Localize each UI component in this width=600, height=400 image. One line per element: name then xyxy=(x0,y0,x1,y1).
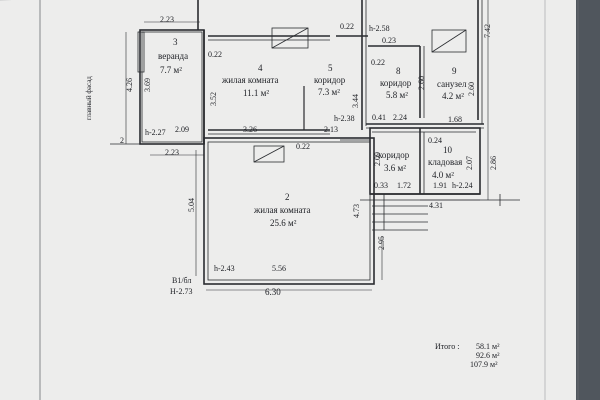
dim-0-23: 0.23 xyxy=(382,36,396,45)
dim-3-26: 3.26 xyxy=(243,125,257,134)
dim-2-86: 2.86 xyxy=(489,156,498,170)
room-4-area: 11.1 м² xyxy=(243,88,270,98)
mark-h-2-73: Н-2.73 xyxy=(170,287,193,296)
dim-4-31: 4.31 xyxy=(429,201,443,210)
dim-h-2-43: h-2.43 xyxy=(214,264,235,273)
dim-1-91: 1.91 xyxy=(433,181,447,190)
dim-0-41: 0.41 xyxy=(372,113,386,122)
room-10-number: 10 xyxy=(443,145,452,155)
corridor-small-area: 3.6 м² xyxy=(384,163,406,173)
room-2-number: 2 xyxy=(285,192,290,202)
dim-h-2-38: h-2.38 xyxy=(334,114,355,123)
room-10-name: кладовая xyxy=(428,157,463,167)
dim-2-13: 2.13 xyxy=(324,125,338,134)
room-3-name: веранда xyxy=(158,51,189,61)
room-2-area: 25.6 м² xyxy=(270,218,297,228)
room-3-area: 7.7 м² xyxy=(160,65,182,75)
dim-2-60-b: 2.60 xyxy=(467,82,476,96)
totals-value-1: 58.1 м² xyxy=(476,342,500,351)
totals-label: Итого : xyxy=(435,342,460,351)
dim-6-30: 6.30 xyxy=(265,287,281,297)
dim-1-72: 1.72 xyxy=(397,181,411,190)
room-9-name: санузел xyxy=(437,79,467,89)
room-3-number: 3 xyxy=(173,37,178,47)
dim-1-68: 1.68 xyxy=(448,115,462,124)
dim-2-09: 2.09 xyxy=(175,125,189,134)
walls xyxy=(139,0,484,285)
corridor-small-name: коридор xyxy=(378,150,410,160)
totals-value-3: 107.9 м² xyxy=(470,360,498,369)
room-4-name: жилая комната xyxy=(222,75,279,85)
room-5-area: 7.3 м² xyxy=(318,87,340,97)
dim-h-2-24: h-2.24 xyxy=(452,181,473,190)
dim-7-42: 7.42 xyxy=(483,24,492,38)
dim-0-22-d: 0.22 xyxy=(296,142,310,151)
facade-label: главный фасад xyxy=(85,76,93,120)
room-9-area: 4.2 м² xyxy=(442,91,464,101)
dim-4-26: 4.26 xyxy=(125,78,134,92)
dim-3-52: 3.52 xyxy=(209,92,218,106)
dim-0-22-a: 0.22 xyxy=(340,22,354,31)
room-5-number: 5 xyxy=(328,63,333,73)
totals-value-2: 92.6 м² xyxy=(476,351,500,360)
dim-2-23-bot: 2.23 xyxy=(165,148,179,157)
dim-0-22-c: 0.22 xyxy=(371,58,385,67)
mark-b1: В1/бл xyxy=(172,276,192,285)
dim-0-22-b: 0.22 xyxy=(208,50,222,59)
room-2-name: жилая комната xyxy=(254,205,311,215)
dim-3-69: 3.69 xyxy=(143,78,152,92)
dim-2-07: 2.07 xyxy=(465,156,474,170)
room-4-number: 4 xyxy=(258,63,263,73)
room-8-area: 5.8 м² xyxy=(386,90,408,100)
dim-5-04: 5.04 xyxy=(187,198,196,212)
dim-0-24: 0.24 xyxy=(428,136,442,145)
room-10-area: 4.0 м² xyxy=(432,170,454,180)
dim-2-23-top: 2.23 xyxy=(160,15,174,24)
dim-2-24: 2.24 xyxy=(393,113,407,122)
dim-0-33: 0.33 xyxy=(374,181,388,190)
dim-2-60-a: 2.60 xyxy=(417,76,426,90)
dim-2: 2 xyxy=(120,136,124,145)
dim-2-09-b: 2.09 xyxy=(373,152,382,166)
dim-4-73: 4.73 xyxy=(352,204,361,218)
room-8-number: 8 xyxy=(396,66,401,76)
room-5-name: коридор xyxy=(314,75,346,85)
dim-h-2-27: h-2.27 xyxy=(145,128,166,137)
room-9-number: 9 xyxy=(452,66,457,76)
room-8-name: коридор xyxy=(380,78,412,88)
dim-3-44: 3.44 xyxy=(351,94,360,108)
dim-2-95: 2.95 xyxy=(377,236,386,250)
dim-5-56: 5.56 xyxy=(272,264,286,273)
dim-h-2-58: h-2.58 xyxy=(369,24,390,33)
